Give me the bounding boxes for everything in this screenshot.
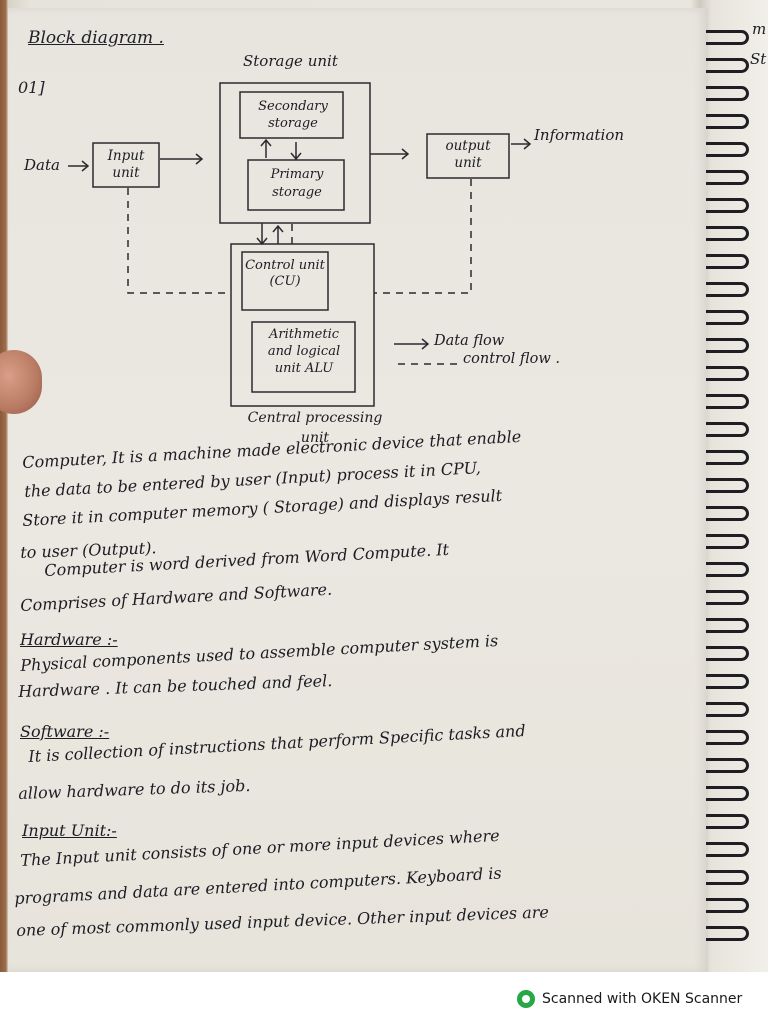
input-unit-box	[92, 142, 160, 188]
alu-box	[251, 321, 356, 393]
spiral-ring	[706, 898, 749, 913]
spiral-ring	[706, 506, 749, 521]
spiral-ring	[706, 142, 749, 157]
spiral-ring	[706, 926, 749, 941]
output-unit-label: output unit	[445, 138, 491, 171]
spiral-ring	[706, 786, 749, 801]
cpu-label: Central processing unit	[247, 410, 383, 446]
spiral-ring	[706, 366, 749, 381]
spiral-ring	[706, 338, 749, 353]
note-line: programs and data are entered into compu…	[13, 863, 503, 908]
spiral-ring	[706, 562, 749, 577]
spiral-ring	[706, 198, 749, 213]
control-line-output	[374, 179, 472, 294]
block-diagram	[68, 82, 532, 407]
spiral-ring	[706, 282, 749, 297]
control-unit-box	[241, 251, 329, 311]
secondary-to-primary-arrows	[260, 138, 302, 161]
spiral-ring	[706, 842, 749, 857]
adjacent-page-text-2: St	[750, 50, 767, 68]
note-line: Comprises of Hardware and Software.	[19, 579, 333, 615]
scanner-watermark-text: Scanned with OKEN Scanner	[542, 991, 743, 1007]
control-line-input	[127, 188, 231, 294]
spiral-ring	[706, 646, 749, 661]
spiral-ring	[706, 674, 749, 689]
information-label: Information	[534, 126, 625, 144]
spiral-ring	[706, 870, 749, 885]
spiral-ring	[706, 422, 749, 437]
spiral-ring	[706, 86, 749, 101]
spiral-ring	[706, 170, 749, 185]
spiral-ring	[706, 814, 749, 829]
spiral-ring	[706, 30, 749, 45]
spiral-ring	[706, 618, 749, 633]
note-line: one of most commonly used input device. …	[15, 902, 550, 940]
spiral-ring	[706, 478, 749, 493]
adjacent-page-text-1: m	[752, 20, 767, 38]
spiral-ring	[706, 254, 749, 269]
data-label: Data	[24, 156, 60, 174]
control-unit-label: Control unit (CU)	[245, 258, 325, 289]
input-unit-heading: Input Unit:-	[22, 821, 117, 840]
spiral-ring	[706, 758, 749, 773]
notebook-page: Block diagram . 01] Storage unit Seconda…	[8, 8, 708, 972]
storage-unit-box	[219, 82, 371, 224]
storage-unit-label: Storage unit	[243, 52, 338, 70]
secondary-storage-label: Secondary storage	[258, 99, 328, 131]
spiral-ring	[706, 394, 749, 409]
note-line: allow hardware to do its job.	[17, 775, 251, 803]
hardware-heading: Hardware :-	[20, 630, 118, 649]
output-unit-box	[426, 133, 510, 179]
primary-storage-label: Primary storage	[270, 167, 324, 200]
spiral-ring	[706, 114, 749, 129]
secondary-storage-box	[239, 91, 344, 139]
spiral-ring	[706, 226, 749, 241]
diagram-heading: Block diagram .	[28, 28, 164, 48]
question-number: 01]	[18, 78, 45, 97]
thumb	[0, 350, 42, 414]
legend-control-flow: control flow .	[463, 351, 560, 367]
software-heading: Software :-	[20, 722, 110, 741]
storage-to-cpu-arrow	[256, 223, 268, 246]
input-unit-label: Input unit	[107, 148, 145, 181]
scanner-logo-icon	[517, 990, 535, 1008]
legend-data-flow: Data flow	[434, 333, 505, 349]
scanned-notebook-photo: Block diagram . 01] Storage unit Seconda…	[0, 0, 768, 972]
spiral-ring	[706, 58, 749, 73]
spiral-ring	[706, 310, 749, 325]
scanner-footer	[0, 972, 768, 1024]
spiral-ring	[706, 534, 749, 549]
spiral-ring	[706, 702, 749, 717]
spiral-ring	[706, 590, 749, 605]
alu-label: Arithmetic and logical unit ALU	[267, 327, 341, 376]
spiral-ring	[706, 450, 749, 465]
spiral-ring	[706, 730, 749, 745]
cpu-box	[230, 243, 375, 407]
note-line: Hardware . It can be touched and feel.	[17, 671, 333, 701]
